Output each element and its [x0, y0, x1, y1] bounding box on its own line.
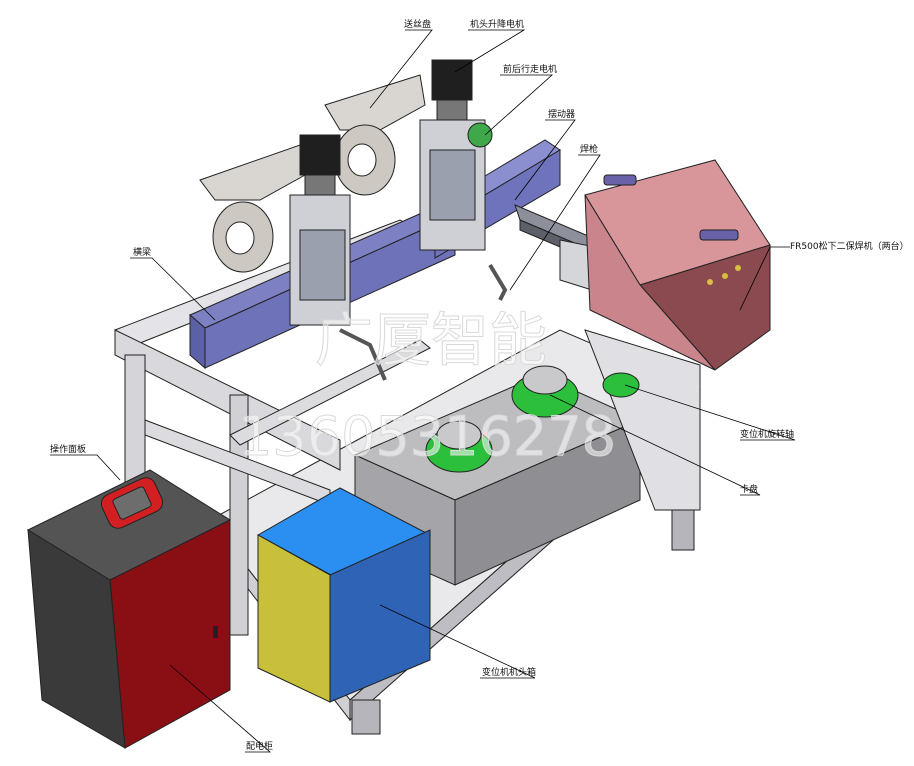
welding-heads	[289, 59, 508, 381]
watermark-company: 广厦智能	[315, 306, 547, 374]
label-chuck: 卡盘	[740, 483, 758, 495]
label-control-panel: 操作面板	[50, 443, 86, 455]
label-crossbeam: 横梁	[133, 246, 151, 258]
watermark: 广厦智能 13605316278	[238, 306, 617, 469]
label-torch: 焊枪	[580, 143, 598, 155]
label-head-lift-motor: 机头升降电机	[470, 18, 524, 30]
label-positioner-shaft: 变位机旋转轴	[740, 428, 794, 440]
watermark-phone: 13605316278	[238, 405, 616, 468]
label-wire-feeder: 送丝盘	[404, 18, 431, 30]
callouts: 送丝盘 机头升降电机 前后行走电机 摆动器 焊枪 FR500松下二保焊机（两台）…	[50, 18, 909, 753]
positioner	[353, 329, 701, 586]
label-cabinet: 配电柜	[246, 740, 273, 752]
positioner-head-box	[256, 487, 432, 703]
label-travel-motor: 前后行走电机	[503, 63, 557, 75]
wire-feeders	[199, 74, 426, 273]
label-welder: FR500松下二保焊机（两台）	[790, 240, 909, 252]
label-oscillator: 摆动器	[548, 108, 575, 120]
electrical-cabinet	[26, 469, 232, 749]
label-positioner-head: 变位机机头箱	[482, 666, 536, 678]
welding-machine	[584, 159, 771, 371]
